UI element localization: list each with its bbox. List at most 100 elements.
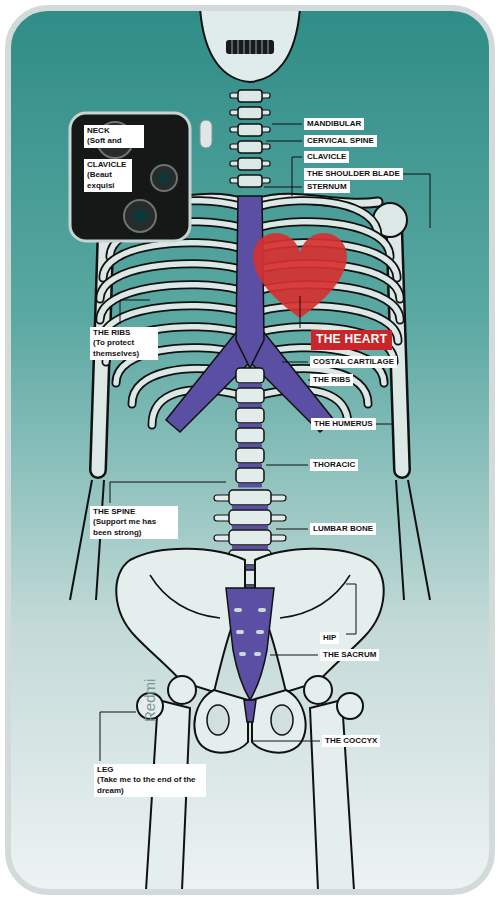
part-label: THE COCCYX — [322, 735, 380, 747]
label-text: STERNUM — [307, 182, 347, 192]
vertebra — [238, 107, 262, 119]
leader-line — [300, 296, 301, 328]
part-label: STERNUM — [304, 181, 350, 193]
part-label: LUMBAR BONE — [310, 523, 376, 535]
humerus-fill — [394, 222, 402, 470]
leader-line — [292, 157, 302, 196]
vertebra — [238, 90, 262, 102]
vertebra — [236, 368, 264, 383]
part-label: THE HUMERUS — [311, 418, 376, 430]
label-text: CLAVICLE — [307, 152, 346, 162]
leader-line — [110, 482, 226, 503]
sternum — [236, 196, 264, 368]
part-label: THE SACRUM — [320, 649, 379, 661]
disc — [238, 384, 262, 388]
vertebra — [229, 490, 271, 505]
camera-module — [70, 113, 212, 241]
part-label: THORACIC — [310, 459, 358, 471]
ilium-line — [150, 575, 220, 618]
leader-line — [272, 124, 302, 125]
label-text: THORACIC — [313, 460, 355, 470]
vertebra — [236, 408, 264, 423]
vertebra — [238, 175, 262, 187]
watermark-text: Redmi — [140, 679, 160, 722]
disc — [238, 464, 262, 468]
leader-line — [400, 174, 430, 228]
ilium — [116, 549, 245, 692]
trochanter — [337, 693, 363, 719]
ilium-line — [280, 575, 350, 618]
part-label: THE RIBS — [310, 374, 353, 386]
label-text: THE HEART — [316, 332, 387, 348]
phone-case — [8, 8, 492, 892]
vertebra — [229, 530, 271, 545]
lens — [151, 165, 177, 191]
leader-line — [376, 424, 392, 425]
sacral-holes — [236, 610, 264, 654]
vertebra — [238, 124, 262, 136]
disc — [232, 526, 268, 530]
disc — [238, 404, 262, 408]
femur-head — [168, 676, 196, 704]
note-text: (Support me has been strong) — [93, 517, 175, 538]
note-text: (Beaut — [87, 170, 129, 180]
disc — [232, 506, 268, 510]
note-tag: THE RIBS(To protect themselves) — [90, 327, 158, 360]
leader-lines — [100, 124, 430, 761]
leader-line — [120, 300, 150, 324]
part-label: HIP — [320, 632, 339, 644]
lens — [124, 200, 156, 232]
sternum-cartilage — [166, 196, 334, 432]
vertebra — [236, 468, 264, 483]
ilium — [255, 549, 384, 692]
leader-line — [264, 187, 302, 188]
hip-bracket — [346, 584, 356, 634]
leader-line — [266, 465, 308, 466]
part-label: CLAVICLE — [87, 160, 129, 170]
part-label: CLAVICLE — [304, 151, 349, 163]
note-text: (Take me to the end of the dream) — [97, 775, 203, 796]
label-text: MANDIBULAR — [307, 119, 361, 129]
part-label: COSTAL CARTILAGE — [310, 356, 397, 368]
sacrum-coccyx — [226, 588, 274, 722]
lens-glass — [133, 209, 147, 223]
vertebra — [229, 510, 271, 525]
vertebra — [236, 428, 264, 443]
obturator — [207, 705, 229, 735]
lens-glass — [158, 172, 170, 184]
femur — [310, 700, 354, 890]
part-label: MANDIBULAR — [304, 118, 364, 130]
label-text: THE SHOULDER BLADE — [307, 169, 400, 179]
pubis — [194, 690, 248, 753]
jaw-outline — [200, 8, 300, 82]
part-label: THE RIBS — [93, 328, 155, 338]
label-text: THE HUMERUS — [314, 419, 373, 429]
note-tag: CLAVICLE(Beautexquisi — [84, 159, 132, 192]
leader-line — [252, 724, 320, 741]
teeth — [226, 40, 274, 54]
vertebra — [238, 141, 262, 153]
obturator — [271, 705, 293, 735]
vertebra — [236, 448, 264, 463]
label-text: LUMBAR BONE — [313, 524, 373, 534]
disc — [238, 444, 262, 448]
note-text: (Soft and — [87, 136, 141, 146]
leader-line — [270, 655, 318, 656]
coccyx — [244, 700, 256, 722]
leader-line — [266, 141, 302, 142]
note-text: exquisi — [87, 181, 129, 191]
disc — [238, 424, 262, 428]
flash — [200, 120, 212, 148]
label-text: THE COCCYX — [325, 736, 377, 746]
note-text: (To protect themselves) — [93, 338, 155, 359]
label-text: CERVICAL SPINE — [307, 136, 374, 146]
heart-label: THE HEART — [311, 330, 392, 350]
humerus-outline — [394, 222, 402, 470]
note-tag: LEG(Take me to the end of the dream) — [94, 764, 206, 797]
part-label: LEG — [97, 765, 203, 775]
label-text: THE SACRUM — [323, 650, 376, 660]
label-text: THE RIBS — [313, 375, 350, 385]
cervical-spine — [230, 90, 270, 187]
pubis — [252, 690, 306, 753]
